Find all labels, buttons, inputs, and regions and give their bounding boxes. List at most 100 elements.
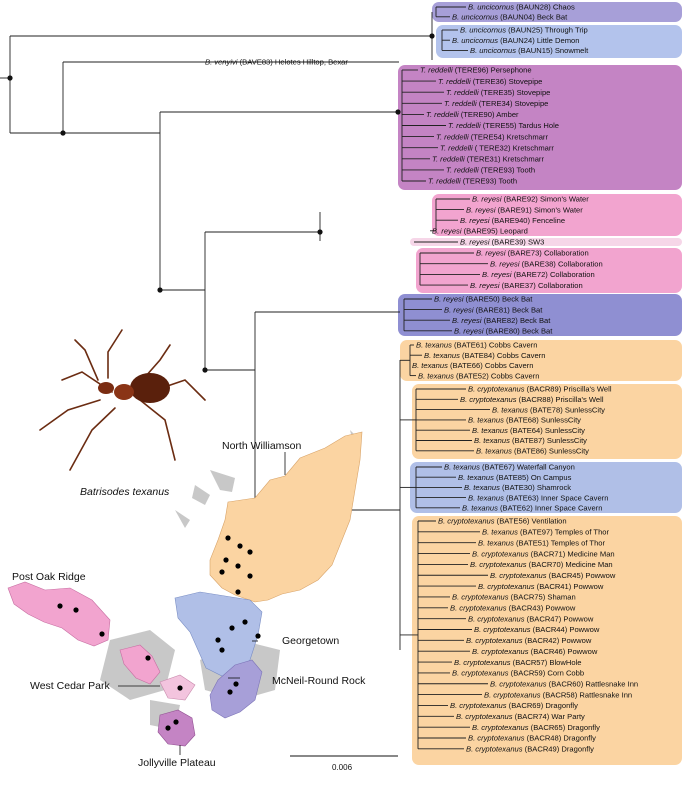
tip-code-locality: (BACR59) Corn Cobb: [509, 669, 585, 678]
region-post-oak-ridge-south: [119, 644, 161, 685]
tip-code-locality: (BACR60) Rattlesnake Inn: [547, 679, 639, 688]
tip-label: B. cryptotexanus (BACR75) Shaman: [452, 593, 576, 602]
tip-species: T. reddelli: [436, 132, 469, 141]
tip-species: B. texanus: [444, 463, 480, 472]
clade-box: [416, 248, 682, 293]
tip-species: B. cryptotexanus: [466, 636, 523, 645]
support-node: [157, 287, 163, 293]
tip-species: B. texanus: [474, 436, 510, 445]
tip-species: B. cryptotexanus: [450, 604, 507, 613]
region-mcneil-round-rock: [209, 659, 263, 719]
tip-label: B. reyesi (BARE72) Collaboration: [482, 270, 595, 279]
tip-label: B. uncicornus (BAUN25) Through Trip: [460, 26, 588, 35]
tip-code-locality: (BACR71) Medicine Man: [529, 549, 615, 558]
tip-label: B. cryptotexanus (BACR45) Powwow: [490, 571, 616, 580]
clade-box: [432, 194, 682, 236]
tip-species: B. cryptotexanus: [454, 658, 511, 667]
label-north-williamson: North Williamson: [222, 440, 302, 452]
tip-code-locality: (BARE37) Collaboration: [500, 281, 583, 290]
tip-label: T. reddelli (TERE35) Stovepipe: [446, 88, 550, 97]
tip-species: B. cryptotexanus: [478, 582, 535, 591]
tip-code-locality: (BATE56) Ventilation: [495, 517, 567, 526]
tip-code-locality: (BATE78) SunlessCity: [528, 405, 605, 414]
tip-species: B. texanus: [482, 528, 518, 537]
tip-label: B. texanus (BATE86) SunlessCity: [476, 447, 589, 456]
tip-branches: [203, 6, 490, 750]
tip-code-locality: (BATE63) Inner Space Cavern: [504, 493, 609, 502]
tip-label: B. texanus (BATE62) Inner Space Cavern: [462, 504, 602, 513]
tip-species: B. texanus: [424, 351, 460, 360]
tip-species: B. uncicornus: [468, 3, 514, 12]
tip-code-locality: (BACR48) Dragonfly: [525, 734, 597, 743]
tip-code-locality: (BATE85) On Campus: [494, 473, 572, 482]
tip-label: B. texanus (BATE84) Cobbs Cavern: [424, 351, 545, 360]
tip-code-locality: (BARE940) Fenceline: [490, 216, 566, 225]
support-node: [429, 33, 435, 39]
tip-code-locality: (BACR65) Dragonfly: [529, 723, 601, 732]
tip-code-locality: (TERE34) Stovepipe: [477, 99, 549, 108]
tip-species: B. uncicornus: [452, 13, 498, 22]
tip-code-locality: (BATE51) Temples of Thor: [514, 538, 606, 547]
tip-species: T. reddelli: [444, 99, 477, 108]
tip-species: B. texanus: [478, 538, 514, 547]
beetle-abdomen: [130, 373, 170, 403]
tip-species: B. texanus: [462, 504, 498, 513]
support-node: [60, 130, 66, 136]
tip-species: B. texanus: [458, 473, 494, 482]
tip-code-locality: (TERE93) Tooth: [479, 166, 535, 175]
tip-label: B. texanus (BATE51) Temples of Thor: [478, 538, 606, 547]
tip-code-locality: (BATE62) Inner Space Cavern: [498, 504, 603, 513]
tip-label: B. cryptotexanus (BACR43) Powwow: [450, 604, 576, 613]
tip-species: B. texanus: [416, 341, 452, 350]
tip-code-locality: (BAUN15) Snowmelt: [516, 46, 589, 55]
tip-species: B. uncicornus: [460, 26, 506, 35]
support-node: [7, 75, 13, 81]
support-node: [317, 229, 323, 235]
tip-code-locality: (TERE93) Tooth: [461, 177, 517, 186]
tip-species: B. cryptotexanus: [484, 690, 541, 699]
tip-label: B. uncicornus (BAUN24) Little Demon: [452, 36, 579, 45]
tip-species: B. uncicornus: [470, 46, 516, 55]
sample-sites: [57, 535, 261, 731]
tip-code-locality: (BATE97) Temples of Thor: [518, 528, 610, 537]
tip-label: B. texanus (BATE52) Cobbs Cavern: [418, 371, 539, 380]
tip-label: T. reddelli (TERE36) Stovepipe: [438, 77, 542, 86]
tip-species: B. reyesi: [490, 259, 520, 268]
tip-code-locality: (BARE95) Leopard: [462, 227, 528, 236]
tip-species: B. reyesi: [466, 205, 496, 214]
tip-species: B. texanus: [472, 426, 508, 435]
tip-label: B. cryptotexanus (BACR71) Medicine Man: [472, 549, 615, 558]
tip-species: B. texanus: [468, 493, 504, 502]
tip-code-locality: ( TERE32) Kretschmarr: [473, 143, 555, 152]
tip-label: B. cryptotexanus (BACR42) Powwow: [466, 636, 592, 645]
tip-code-locality: (BACR69) Dragonfly: [507, 701, 579, 710]
tip-species: B. reyesi: [454, 327, 484, 336]
label-mcneil-round-rock: McNeil-Round Rock: [272, 675, 366, 687]
label-post-oak-ridge: Post Oak Ridge: [12, 571, 86, 583]
tip-label: B. cryptotexanus (BATE56) Ventilation: [438, 517, 567, 526]
region-north-williamson: [209, 431, 363, 603]
label-georgetown: Georgetown: [282, 635, 339, 647]
tip-species: B. reyesi: [460, 216, 490, 225]
tip-species: B. venyivi: [205, 58, 238, 67]
tip-code-locality: (BACR41) Powwow: [535, 582, 604, 591]
tip-code-locality: (BARE39) SW3: [490, 238, 545, 247]
tip-label: B. cryptotexanus (BACR49) Dragonfly: [466, 745, 594, 754]
tip-species: B. cryptotexanus: [472, 647, 529, 656]
tip-species: B. reyesi: [460, 238, 490, 247]
tip-code-locality: (TERE96) Persephone: [453, 66, 532, 75]
tip-label: B. cryptotexanus (BACR69) Dragonfly: [450, 701, 578, 710]
tip-species: T. reddelli: [432, 155, 465, 164]
tip-code-locality: (TERE31) Kretschmarr: [465, 155, 545, 164]
tip-species: B. cryptotexanus: [456, 712, 513, 721]
tip-label: B. reyesi (BARE80) Beck Bat: [454, 327, 553, 336]
tip-label: T. reddelli ( TERE32) Kretschmarr: [440, 143, 554, 152]
tip-label: B. cryptotexanus (BACR46) Powwow: [472, 647, 598, 656]
tip-label: T. reddelli (TERE90) Amber: [426, 110, 519, 119]
label-west-cedar-park: West Cedar Park: [30, 680, 110, 692]
tip-species: B. texanus: [468, 416, 504, 425]
tip-species: B. texanus: [476, 447, 512, 456]
tip-label: B. cryptotexanus (BACR48) Dragonfly: [468, 734, 596, 743]
tip-label: T. reddelli (TERE96) Persephone: [420, 66, 532, 75]
beetle-head: [98, 382, 114, 394]
